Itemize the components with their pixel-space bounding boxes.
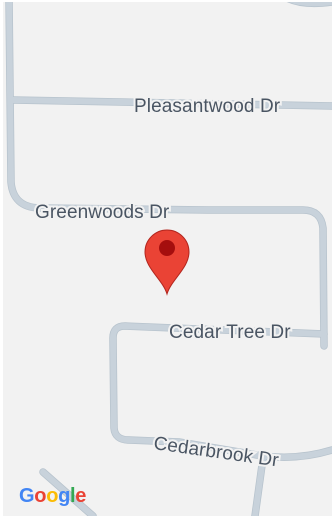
road-label-greenwoods: Greenwoods Dr (35, 202, 170, 223)
road-pleasantwood (10, 97, 332, 109)
road-top-right (288, 2, 332, 7)
google-logo: Google (19, 486, 86, 506)
logo-letter: o (46, 485, 59, 507)
road-label-pleasantwood: Pleasantwood Dr (134, 96, 281, 117)
map-pin-icon[interactable] (144, 229, 190, 296)
road-cedarbrook (252, 455, 266, 516)
logo-letter: o (34, 485, 47, 507)
road-label-cedar-tree: Cedar Tree Dr (169, 322, 291, 343)
road-cedar-tree (110, 323, 332, 461)
logo-letter: e (75, 485, 87, 507)
road-cedar-tree-casing (109, 322, 332, 461)
logo-letter: l (70, 485, 76, 507)
road-west-vertical-casing (5, 2, 328, 350)
road-label-cedarbrook: Cedarbrook Dr (152, 433, 280, 471)
logo-letter: g (58, 485, 71, 507)
road-bottom-left (40, 469, 96, 516)
logo-letter: G (19, 485, 35, 507)
map-canvas[interactable]: Pleasantwood Dr Greenwoods Dr Cedar Tree… (3, 2, 332, 516)
map-view[interactable]: Pleasantwood Dr Greenwoods Dr Cedar Tree… (3, 2, 332, 516)
road-west-vertical (6, 2, 327, 349)
